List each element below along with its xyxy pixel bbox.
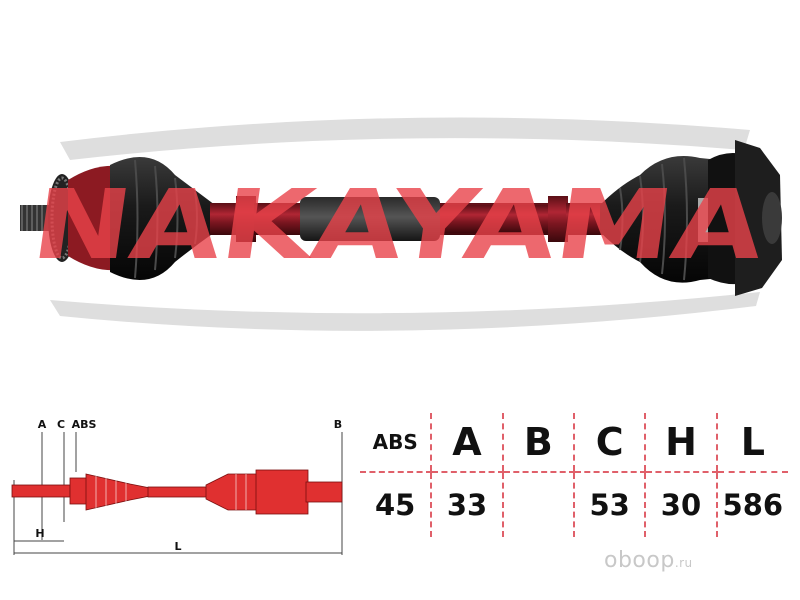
schematic-label-h: H [35, 527, 44, 540]
watermark-tld: .ru [674, 556, 693, 570]
spec-header-row: ABS A B C H L [360, 413, 788, 473]
product-photo: NAKAYAMA [20, 117, 782, 331]
schematic-label-b: B [334, 418, 342, 431]
schematic-label-c: C [57, 418, 65, 431]
schematic-label-l: L [174, 540, 181, 553]
brand-logo: NAKAYAMA [26, 168, 772, 280]
schematic-label-a: A [38, 418, 47, 431]
schematic-label-abs: ABS [72, 418, 97, 431]
spec-value-c: 53 [572, 472, 646, 537]
spec-header-b: B [501, 413, 574, 473]
spec-header-c: C [572, 413, 646, 473]
dimension-schematic: A C ABS B H L [11, 418, 343, 555]
spec-header-a: A [430, 413, 503, 473]
spec-value-a: 33 [430, 472, 503, 537]
watermark: oboop.ru [604, 548, 693, 573]
spec-value-b [501, 472, 574, 537]
spec-value-abs: 45 [374, 488, 416, 522]
spec-value-l: 586 [715, 472, 788, 537]
spec-header-l: L [715, 413, 788, 473]
spec-table: ABS A B C H L 45 33 53 30 586 [360, 413, 788, 537]
schematic-shaft [11, 469, 343, 515]
drive-shaft [20, 140, 782, 296]
brand-swoosh [50, 117, 760, 331]
spec-header-h: H [644, 413, 717, 473]
spec-value-row: 45 33 53 30 586 [360, 472, 788, 537]
watermark-main: oboop [604, 548, 675, 573]
spec-value-h: 30 [644, 472, 717, 537]
spec-header-abs: ABS [360, 413, 432, 473]
